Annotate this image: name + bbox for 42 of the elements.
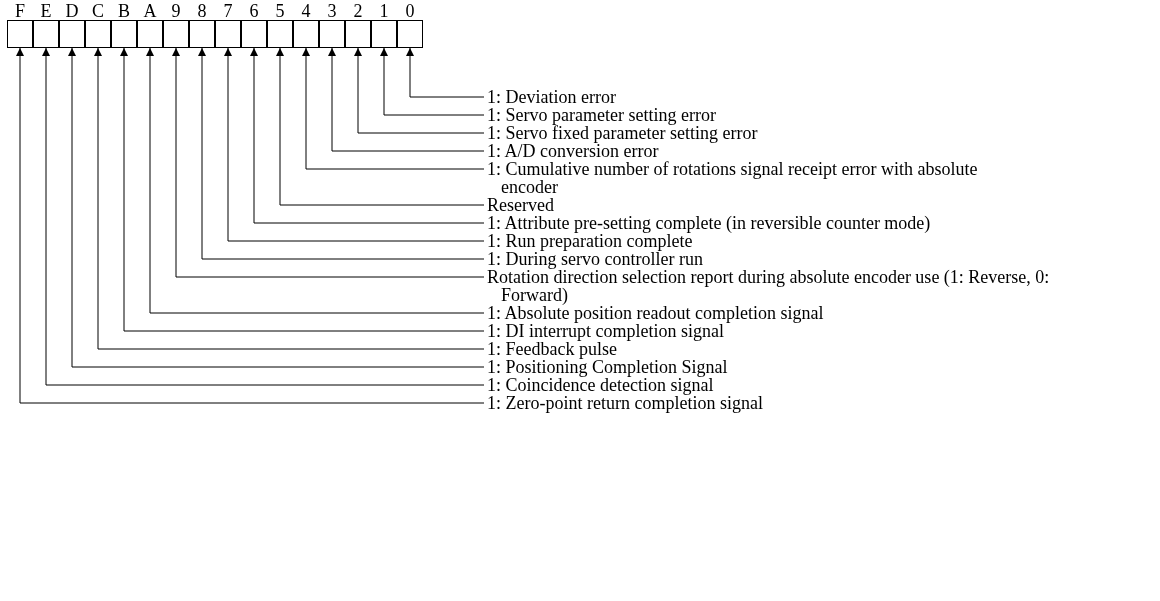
bit-number: 0	[404, 2, 416, 20]
bit-number: 9	[170, 2, 182, 20]
bit-number: 3	[326, 2, 338, 20]
bit-number: 8	[196, 2, 208, 20]
bit-number: C	[91, 2, 105, 20]
bit-description: 1: Zero-point return completion signal	[487, 394, 763, 412]
bit-description: 1: Positioning Completion Signal	[487, 358, 728, 376]
bit-number: 1	[378, 2, 390, 20]
leader-arrow	[380, 47, 485, 116]
bit-description: 1: Cumulative number of rotations signal receipt error with absolute encoder	[487, 160, 1017, 196]
bit-description: 1: A/D conversion error	[487, 142, 659, 160]
bit-description: 1: Feedback pulse	[487, 340, 617, 358]
bit-number: 4	[300, 2, 312, 20]
leader-arrow	[328, 47, 485, 152]
bit-number: E	[39, 2, 53, 20]
bit-number: 2	[352, 2, 364, 20]
bit-description: Reserved	[487, 196, 554, 214]
bit-number: F	[14, 2, 26, 20]
bit-description: 1: Servo fixed parameter setting error	[487, 124, 758, 142]
leader-arrow	[198, 47, 485, 260]
bit-number: 6	[248, 2, 260, 20]
bit-number: B	[117, 2, 131, 20]
bit-number: 5	[274, 2, 286, 20]
leader-arrow	[302, 47, 485, 170]
bit-description: Rotation direction selection report during absolute encoder use (1: Reverse, 0: Forward)	[487, 268, 1087, 304]
leader-arrow	[354, 47, 485, 134]
bit-description: 1: DI interrupt completion signal	[487, 322, 724, 340]
bit-description: 1: Deviation error	[487, 88, 616, 106]
leader-arrow	[224, 47, 485, 242]
bit-number: D	[64, 2, 80, 20]
bit-number: A	[142, 2, 158, 20]
leader-arrow	[276, 47, 485, 206]
leader-arrow	[172, 47, 485, 278]
bit-description: 1: Attribute pre-setting complete (in reversible counter mode)	[487, 214, 931, 232]
leader-arrow	[250, 47, 485, 224]
leader-arrow	[406, 47, 485, 98]
bit-description: 1: Run preparation complete	[487, 232, 693, 250]
bit-description: 1: Absolute position readout completion signal	[487, 304, 824, 322]
bit-description: 1: Servo parameter setting error	[487, 106, 716, 124]
bit-description: 1: Coincidence detection signal	[487, 376, 714, 394]
bit-number: 7	[222, 2, 234, 20]
bit-description: 1: During servo controller run	[487, 250, 703, 268]
